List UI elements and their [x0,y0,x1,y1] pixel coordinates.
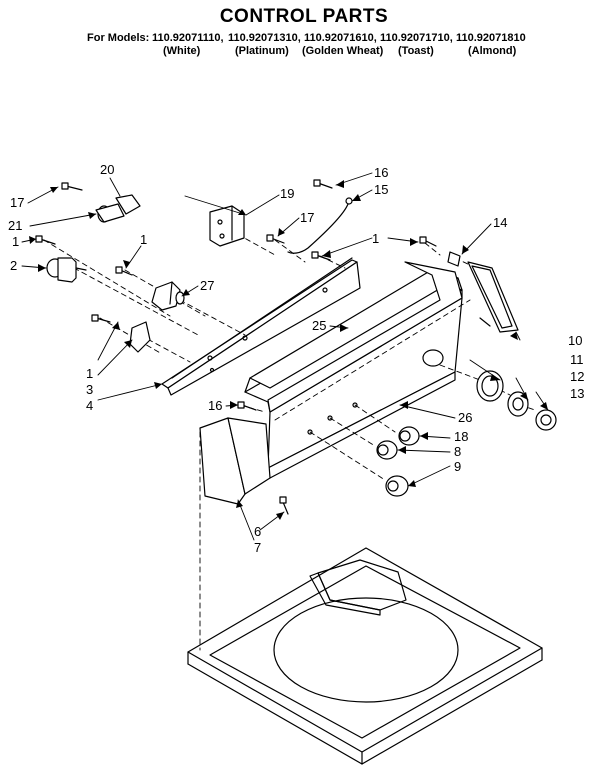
switch [46,257,87,283]
model-number: 110.92071110, [152,32,224,44]
knob [535,409,557,431]
screw [311,251,331,261]
model-color: (Almond) [468,45,517,57]
screw [35,235,56,245]
knob [376,440,398,460]
callout-21: 21 [8,218,22,233]
callouts: 17 20 21 1 2 1 27 19 17 16 15 1 14 25 10… [8,162,584,555]
callout-20: 20 [100,162,114,177]
page-title: CONTROL PARTS [219,6,389,27]
bracket [209,205,245,247]
callout-11: 11 [570,352,584,367]
model-number: 110.92071810 [456,32,526,44]
clip [447,251,461,267]
screw [115,266,133,276]
ground-wire [287,197,353,254]
console-back-panel [267,261,463,479]
callout-27: 27 [200,278,214,293]
callout-18: 18 [454,429,468,444]
switch-lamp [95,194,141,223]
callout-17: 17 [300,210,314,225]
screw [279,496,289,515]
callout-13: 13 [570,386,584,401]
callout-12: 12 [570,369,584,384]
callout-3: 3 [86,382,93,397]
callout-26: 26 [458,410,472,425]
console-frame [161,257,361,396]
bezel-ring [476,370,504,402]
callout-15: 15 [374,182,388,197]
callout-1: 1 [86,366,93,381]
callout-14: 14 [493,215,507,230]
callout-1: 1 [372,231,379,246]
arrowheads [29,180,548,520]
washer-top [187,547,543,765]
knob-skirt [507,391,529,417]
model-number: 110.92071310, [228,32,301,44]
callout-19: 19 [280,186,294,201]
screw [419,236,437,247]
callout-1: 1 [12,234,19,249]
end-cap-left [199,417,271,505]
screw [237,401,257,411]
callout-8: 8 [454,444,461,459]
knob [398,426,420,446]
screw [91,314,111,323]
callout-6: 6 [254,524,261,539]
callout-10: 10 [568,333,582,348]
callout-1: 1 [140,232,147,247]
callout-4: 4 [86,398,93,413]
model-color: (White) [163,45,201,57]
screw [313,179,333,189]
callout-17: 17 [10,195,24,210]
callout-16: 16 [374,165,388,180]
for-models-label: For Models: [87,32,150,44]
model-color: (Golden Wheat) [302,45,384,57]
callout-16: 16 [208,398,222,413]
model-number: 110.92071610, [304,32,377,44]
screw [61,182,83,191]
bracket-3 [129,321,151,353]
model-number: 110.92071710, [380,32,453,44]
callout-7: 7 [254,540,261,555]
model-color: (Platinum) [235,45,289,57]
model-color: (Toast) [398,45,434,57]
end-cap [467,261,519,333]
callout-25: 25 [312,318,326,333]
relay [151,281,185,311]
knob [385,475,409,497]
callout-9: 9 [454,459,461,474]
callout-2: 2 [10,258,17,273]
screw [266,234,285,244]
